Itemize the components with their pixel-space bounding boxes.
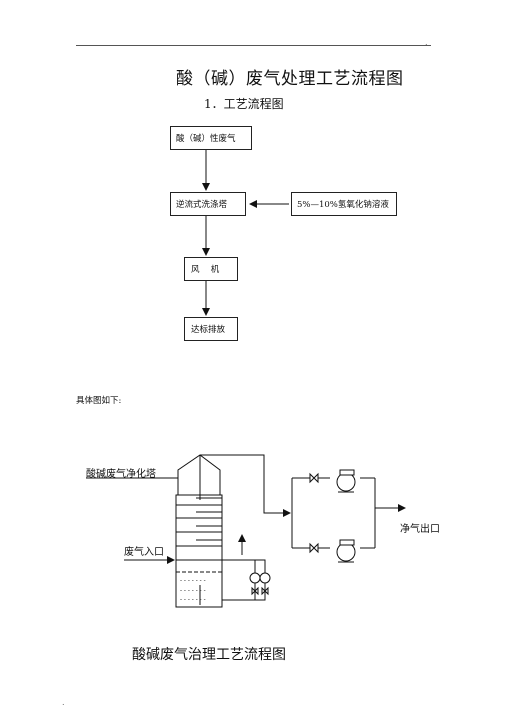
flow-box-fan-label: 风 机 — [191, 265, 220, 275]
fan-icons — [336, 469, 356, 563]
svg-text:- - - - - - -: - - - - - - - — [180, 596, 206, 603]
footer-dot: . — [62, 698, 65, 707]
inlet-label: 废气入口 — [124, 547, 164, 558]
flow-box-scrubber: 逆流式洗涤塔 — [170, 192, 246, 216]
section-heading: 1．工艺流程图 — [204, 97, 284, 111]
page-title: 酸（碱）废气处理工艺流程图 — [176, 69, 404, 89]
valve-icons — [309, 472, 319, 554]
svg-text:- - - - - - -: - - - - - - - — [180, 577, 206, 584]
scrubber-tower — [175, 454, 223, 608]
flow-box-naoh-solution-label: 5%—10%氢氧化钠溶液 — [297, 200, 389, 210]
sump-liquid: - - - - - - - - - - - - - - - - - - - - … — [180, 577, 206, 603]
flow-box-discharge-label: 达标排放 — [191, 325, 226, 335]
flow-box-waste-gas: 酸（碱）性废气 — [170, 126, 252, 150]
header-rule — [76, 45, 431, 46]
svg-text:- - - - - - -: - - - - - - - — [180, 587, 206, 594]
fan-upper — [336, 472, 356, 492]
diagram-caption: 酸碱废气治理工艺流程图 — [132, 647, 286, 663]
tower-shell — [175, 494, 223, 608]
detail-note: 具体图如下: — [76, 396, 122, 406]
header-dot: . — [425, 38, 428, 47]
flow-box-fan: 风 机 — [184, 257, 238, 281]
exhaust-duct — [200, 454, 406, 549]
flowchart-arrows — [202, 150, 289, 316]
flow-box-scrubber-label: 逆流式洗涤塔 — [176, 200, 228, 210]
fan-lower — [336, 542, 356, 562]
outlet-label: 净气出口 — [400, 524, 440, 535]
circulation-pumps — [222, 534, 271, 601]
tower-label: 酸碱废气净化塔 — [86, 469, 156, 480]
flow-box-naoh-solution: 5%—10%氢氧化钠溶液 — [291, 192, 397, 216]
tower-top — [177, 454, 221, 495]
flow-box-discharge: 达标排放 — [184, 317, 238, 341]
flow-box-waste-gas-label: 酸（碱）性废气 — [176, 134, 236, 144]
